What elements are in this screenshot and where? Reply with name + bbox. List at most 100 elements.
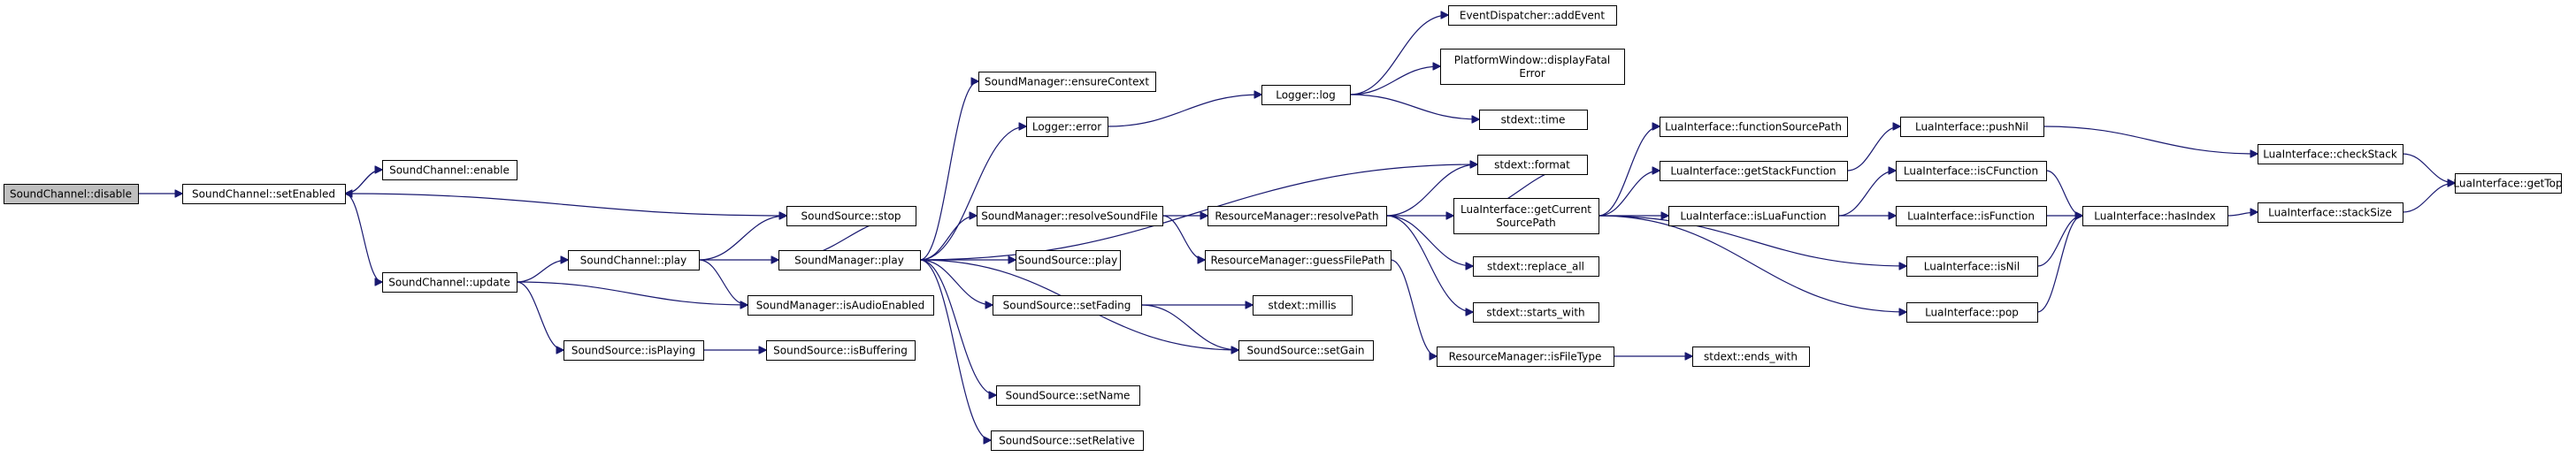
node-is-buffering[interactable]: SoundSource::isBuffering [766, 340, 916, 361]
node-function-source-path[interactable]: LuaInterface::functionSourcePath [1660, 117, 1848, 137]
node-get-top[interactable]: LuaInterface::getTop [2453, 173, 2563, 194]
node-label: LuaInterface::getStackFunction [1670, 165, 1836, 178]
node-update[interactable]: SoundChannel::update [382, 272, 518, 293]
node-is-nil[interactable]: LuaInterface::isNil [1906, 256, 2038, 277]
node-label: LuaInterface::functionSourcePath [1665, 121, 1842, 133]
node-label: LuaInterface::isLuaFunction [1680, 210, 1826, 223]
node-is-function[interactable]: LuaInterface::isFunction [1896, 206, 2047, 226]
edge-get-current-source-path-to-pop [1598, 215, 1906, 312]
edge-logger-log-to-add-event [1349, 15, 1448, 95]
node-logger-error[interactable]: Logger::error [1026, 117, 1108, 137]
node-label: SoundSource::setGain [1246, 345, 1364, 357]
node-box [1473, 256, 1599, 277]
node-box [1900, 117, 2044, 137]
node-set-relative[interactable]: SoundSource::setRelative [991, 430, 1144, 451]
node-is-audio-enabled[interactable]: SoundManager::isAudioEnabled [748, 295, 934, 316]
node-set-name[interactable]: SoundSource::setName [996, 385, 1140, 406]
node-sc-play[interactable]: SoundChannel::play [568, 250, 700, 270]
node-is-file-type[interactable]: ResourceManager::isFileType [1437, 347, 1614, 367]
node-box [1261, 85, 1351, 105]
node-format[interactable]: stdext::format [1477, 155, 1588, 175]
node-label: LuaInterface::pushNil [1915, 121, 2028, 133]
node-label: SoundSource::setName [1006, 390, 1131, 402]
node-replace-all[interactable]: stdext::replace_all [1473, 256, 1599, 277]
node-box [1906, 256, 2038, 277]
node-label: LuaInterface::isNil [1924, 261, 2020, 273]
node-label: Error [1519, 67, 1545, 80]
edge-set-fading-to-set-gain [1140, 304, 1238, 350]
node-add-event[interactable]: EventDispatcher::addEvent [1448, 5, 1617, 26]
node-is-playing[interactable]: SoundSource::isPlaying [564, 340, 704, 361]
node-logger-log[interactable]: Logger::log [1261, 85, 1351, 105]
node-label: SoundChannel::update [388, 277, 510, 289]
node-ss-stop[interactable]: SoundSource::stop [786, 206, 916, 226]
edge-update-to-sc-play [516, 260, 568, 283]
nodes-layer: SoundChannel::disable SoundChannel::setEn… [4, 5, 2563, 451]
node-set-gain[interactable]: SoundSource::setGain [1238, 340, 1374, 361]
node-box [2455, 173, 2562, 194]
node-box [2082, 206, 2228, 226]
node-starts-with[interactable]: stdext::starts_with [1473, 302, 1599, 323]
node-label: LuaInterface::isCFunction [1904, 165, 2038, 178]
node-ensure-context[interactable]: SoundManager::ensureContext [978, 72, 1156, 92]
edge-guess-file-path-to-is-file-type [1390, 259, 1437, 356]
node-label: stdext::time [1501, 114, 1566, 126]
node-get-stack-function[interactable]: LuaInterface::getStackFunction [1660, 161, 1848, 181]
edge-check-stack-to-get-top [2402, 153, 2455, 183]
node-resolve-path[interactable]: ResourceManager::resolvePath [1208, 206, 1387, 226]
node-label: LuaInterface::getTop [2453, 178, 2562, 190]
node-pop[interactable]: LuaInterface::pop [1906, 302, 2038, 323]
node-stack-size[interactable]: LuaInterface::stackSize [2258, 202, 2404, 223]
node-box [1440, 49, 1625, 85]
node-millis[interactable]: stdext::millis [1253, 295, 1353, 316]
node-box [786, 206, 916, 226]
node-sm-play[interactable]: SoundManager::play [778, 250, 921, 270]
node-push-nil[interactable]: LuaInterface::pushNil [1900, 117, 2044, 137]
node-box [766, 340, 916, 361]
node-is-lua-function[interactable]: LuaInterface::isLuaFunction [1668, 206, 1839, 226]
node-box [778, 250, 921, 270]
node-box [1253, 295, 1353, 316]
node-label: SoundChannel::play [580, 255, 687, 267]
node-disable[interactable]: SoundChannel::disable [4, 184, 139, 204]
edge-get-current-source-path-to-is-nil [1598, 215, 1906, 266]
edge-sc-play-to-ss-stop [698, 216, 786, 261]
node-set-enabled[interactable]: SoundChannel::setEnabled [182, 184, 346, 204]
node-label: SoundSource::isPlaying [571, 345, 695, 357]
node-label: EventDispatcher::addEvent [1460, 10, 1606, 22]
node-ends-with[interactable]: stdext::ends_with [1692, 347, 1810, 367]
node-ss-play[interactable]: SoundSource::play [1016, 250, 1121, 270]
node-check-stack[interactable]: LuaInterface::checkStack [2258, 144, 2404, 164]
edge-enable-to-set-enabled [345, 169, 383, 194]
edge-sc-play-to-is-audio-enabled [698, 259, 748, 305]
node-guess-file-path[interactable]: ResourceManager::guessFilePath [1205, 250, 1392, 270]
node-box [1473, 302, 1599, 323]
edge-resolve-path-to-starts-with [1385, 215, 1473, 312]
node-label: ResourceManager::resolvePath [1215, 210, 1378, 223]
node-label: ResourceManager::guessFilePath [1210, 255, 1384, 267]
node-label: SoundSource::isBuffering [773, 345, 908, 357]
edge-stack-size-to-get-top [2402, 183, 2455, 213]
node-label: LuaInterface::getCurrent [1460, 203, 1591, 216]
node-box [1453, 198, 1599, 234]
node-resolve-sound-file[interactable]: SoundManager::resolveSoundFile [977, 206, 1163, 226]
edge-get-current-source-path-to-get-stack-function [1598, 171, 1660, 217]
edge-pop-to-has-index [2036, 216, 2082, 313]
node-label: stdext::millis [1269, 300, 1337, 312]
node-box [1238, 340, 1374, 361]
edge-resolve-sound-file-to-guess-file-path [1162, 215, 1205, 260]
edge-logger-log-to-time [1349, 94, 1479, 119]
node-box [993, 295, 1142, 316]
node-enable[interactable]: SoundChannel::enable [382, 160, 518, 180]
node-time[interactable]: stdext::time [1479, 110, 1588, 130]
node-has-index[interactable]: LuaInterface::hasIndex [2082, 206, 2228, 226]
node-label: stdext::ends_with [1704, 351, 1798, 363]
node-is-cfunction[interactable]: LuaInterface::isCFunction [1896, 161, 2047, 181]
node-set-fading[interactable]: SoundSource::setFading [993, 295, 1142, 316]
node-box [978, 72, 1156, 92]
node-label: SoundManager::resolveSoundFile [981, 210, 1158, 223]
node-label: SoundSource::stop [801, 210, 901, 223]
node-label: LuaInterface::checkStack [2263, 149, 2397, 161]
